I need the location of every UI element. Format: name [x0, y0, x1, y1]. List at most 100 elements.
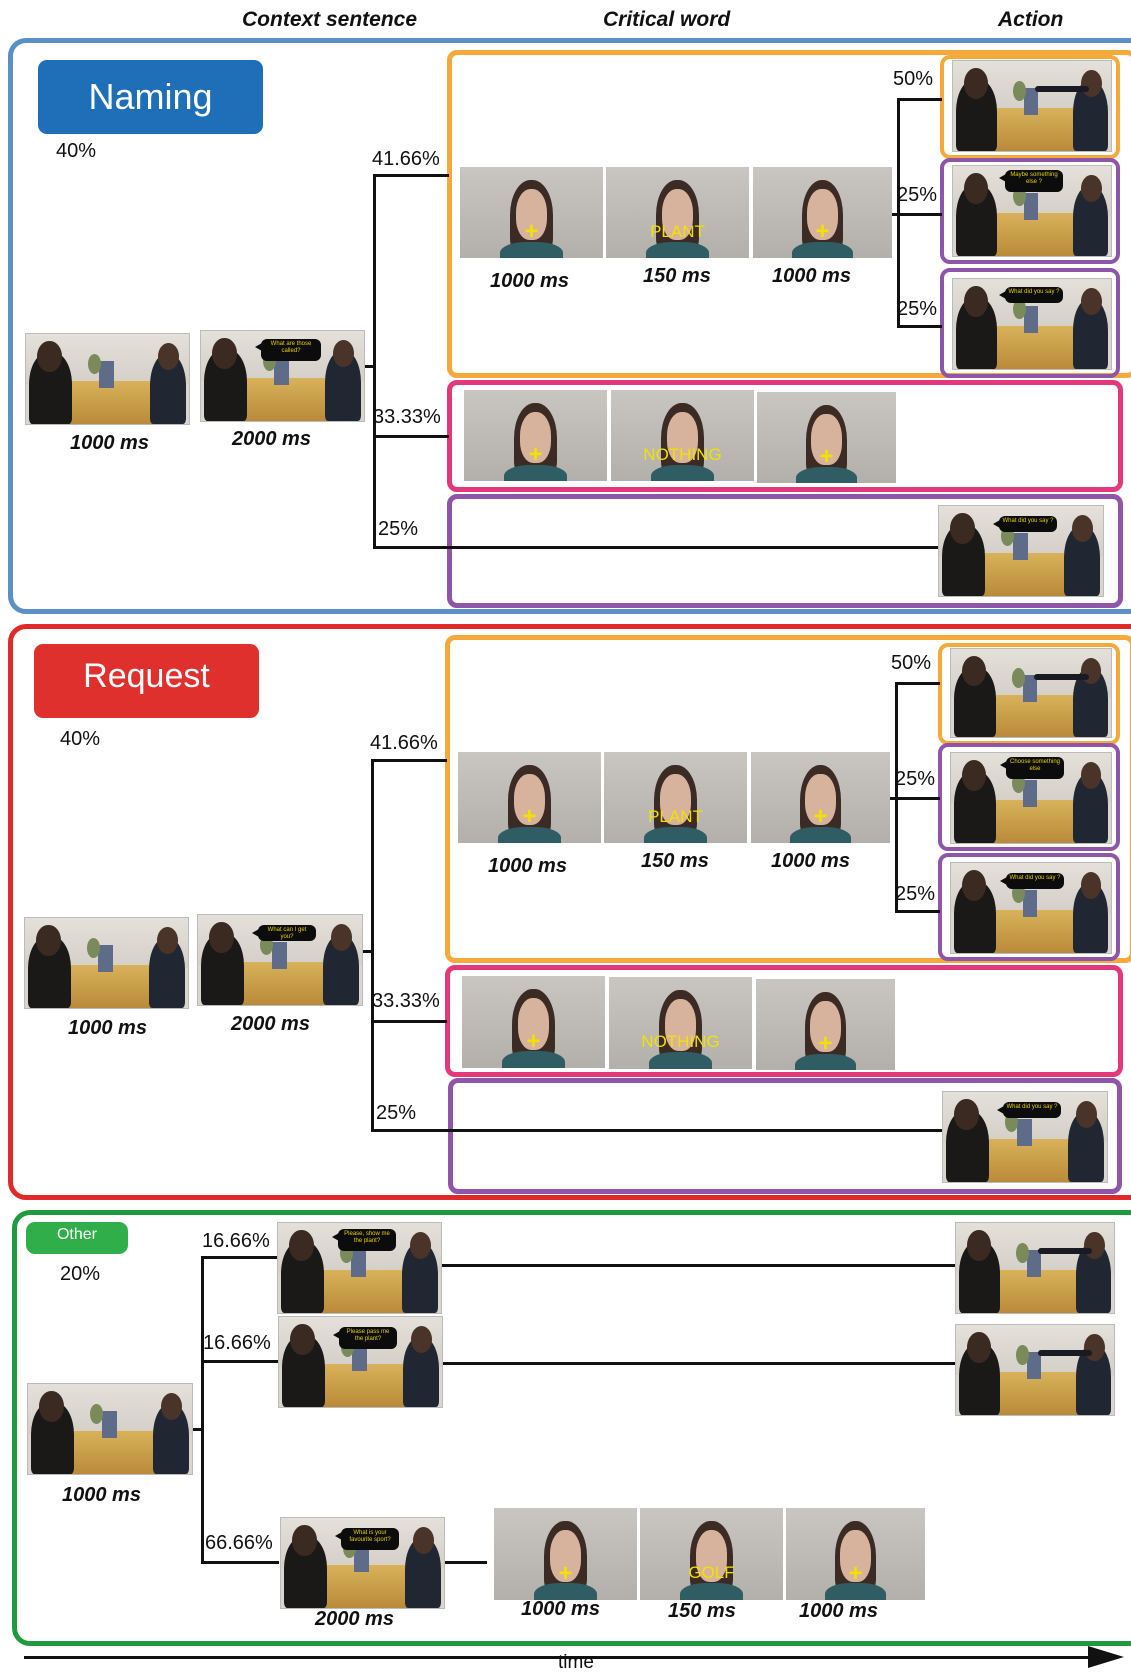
request-action-bubble-2: Choose something else [1000, 757, 1064, 779]
naming-action-handover-image [952, 60, 1112, 152]
other-b3-cue-face: GOLF [640, 1508, 783, 1600]
request-branch2-box [445, 965, 1123, 1077]
naming-t2: 150 ms [643, 265, 711, 287]
other-b3-bubble: What is your favourite sport? [335, 1528, 399, 1550]
request-branch3-pct: 25% [376, 1102, 417, 1124]
request-percent: 40% [60, 728, 101, 750]
naming-tree-branch1 [373, 174, 449, 177]
request-t1: 1000 ms [488, 855, 567, 877]
naming-branch1-pct: 41.66% [372, 148, 440, 170]
naming-context-image: What are those called? [200, 330, 365, 422]
request-action-branch-a1 [895, 682, 940, 685]
request-block [8, 624, 1131, 1200]
request-b2-cue-word: NOTHING [641, 1032, 720, 1052]
naming-scene-duration: 1000 ms [70, 432, 149, 454]
request-fixation-face-1: + [458, 752, 601, 843]
other-b2-context-image: Please pass me the plant? [278, 1316, 443, 1408]
naming-b2-cue-word: NOTHING [643, 444, 722, 464]
request-action-a1-pct: 50% [891, 652, 932, 674]
request-action-handover-image [950, 648, 1112, 738]
request-b2-fixation-face-1: + [462, 976, 605, 1068]
other-b1-action-image [955, 1222, 1115, 1314]
other-tree-branch3 [201, 1561, 279, 1564]
naming-action-link [892, 213, 900, 216]
naming-tree-stem [365, 365, 375, 368]
naming-branch2-box [447, 380, 1123, 492]
naming-action-repeat-image: What did you say ? [952, 278, 1112, 370]
naming-b2-fixation-face-1: + [464, 390, 607, 481]
naming-t1: 1000 ms [490, 270, 569, 292]
request-action-branch-a3 [895, 910, 940, 913]
other-b3-pct: 66.66% [205, 1532, 273, 1554]
request-b3-repeat-image: What did you say ? [942, 1091, 1108, 1183]
request-cue-face: PLANT [604, 752, 747, 843]
other-scene-duration: 1000 ms [62, 1484, 141, 1506]
naming-b3-repeat-image: What did you say ? [938, 505, 1104, 597]
naming-action-branch-a3 [897, 325, 942, 328]
naming-action-a3-pct: 25% [897, 298, 938, 320]
naming-tree-trunk [373, 174, 376, 546]
naming-branch2-pct: 33.33% [373, 406, 441, 428]
request-fixation-face-2: + [751, 752, 890, 843]
other-b2-bubble: Please pass me the plant? [333, 1327, 397, 1349]
other-block [12, 1210, 1131, 1646]
request-branch1-pct: 41.66% [370, 732, 438, 754]
request-action-box-a3 [938, 853, 1120, 961]
request-tree-branch3 [371, 1129, 943, 1132]
naming-b2-cue-face: NOTHING [611, 390, 754, 481]
other-b1-pct: 16.66% [202, 1230, 270, 1252]
request-context-image: What can I get you? [197, 914, 363, 1006]
time-axis-arrowhead [1088, 1646, 1124, 1668]
naming-action-box-a2 [940, 158, 1120, 264]
request-tree-branch1 [371, 759, 447, 762]
naming-label: Naming [38, 60, 263, 134]
request-b2-fixation-face-2: + [756, 979, 895, 1070]
request-branch3-box [448, 1078, 1122, 1194]
other-b3-t1: 1000 ms [521, 1598, 600, 1620]
naming-fixation-face-1: + [460, 167, 603, 258]
request-cue-word: PLANT [648, 806, 703, 826]
other-tree-branch2 [201, 1360, 279, 1363]
time-axis-line [24, 1656, 1114, 1659]
request-action-branch-a2 [895, 797, 940, 800]
naming-branch1-box [447, 50, 1131, 378]
request-action-box-a2 [938, 743, 1120, 851]
other-b2-timeline [443, 1362, 956, 1365]
request-t2: 150 ms [641, 850, 709, 872]
request-action-repeat-image: What did you say ? [950, 862, 1112, 954]
naming-context-duration: 2000 ms [232, 428, 311, 450]
request-branch2-pct: 33.33% [372, 990, 440, 1012]
time-axis-label: time [558, 1652, 594, 1673]
naming-t3: 1000 ms [772, 265, 851, 287]
other-b3-context-duration: 2000 ms [315, 1608, 394, 1630]
naming-action-branch-a2 [897, 213, 942, 216]
header-context-sentence: Context sentence [242, 8, 418, 31]
naming-context-speech-bubble: What are those called? [255, 339, 321, 361]
request-context-duration: 2000 ms [231, 1013, 310, 1035]
other-b2-pct: 16.66% [203, 1332, 271, 1354]
naming-action-clarify-image: Maybe something else ? [952, 165, 1112, 257]
naming-branch3-box [447, 494, 1123, 608]
naming-b2-fixation-face-2: + [757, 392, 896, 483]
naming-b3-bubble: What did you say ? [993, 516, 1057, 532]
other-b3-cue-word: GOLF [688, 1563, 735, 1583]
naming-action-a1-pct: 50% [893, 68, 934, 90]
other-b3-t3: 1000 ms [799, 1600, 878, 1622]
other-b3-t2: 150 ms [668, 1600, 736, 1622]
naming-tree-branch3 [373, 546, 943, 549]
naming-block [8, 38, 1131, 614]
header-critical-word: Critical word [603, 8, 731, 31]
request-b3-bubble: What did you say ? [997, 1102, 1061, 1118]
request-action-clarify-image: Choose something else [950, 752, 1112, 844]
other-b1-timeline [442, 1264, 956, 1267]
naming-action-branch-a1 [897, 98, 942, 101]
request-t3: 1000 ms [771, 850, 850, 872]
other-percent: 20% [60, 1263, 101, 1285]
other-b1-bubble: Please, show me the plant? [332, 1229, 396, 1251]
naming-action-a2-pct: 25% [897, 184, 938, 206]
other-tree-branch1 [201, 1256, 279, 1259]
request-scene-image [24, 917, 189, 1009]
request-action-a3-pct: 25% [895, 883, 936, 905]
naming-percent: 40% [56, 140, 97, 162]
other-b3-fixation-face-2: + [786, 1508, 925, 1600]
